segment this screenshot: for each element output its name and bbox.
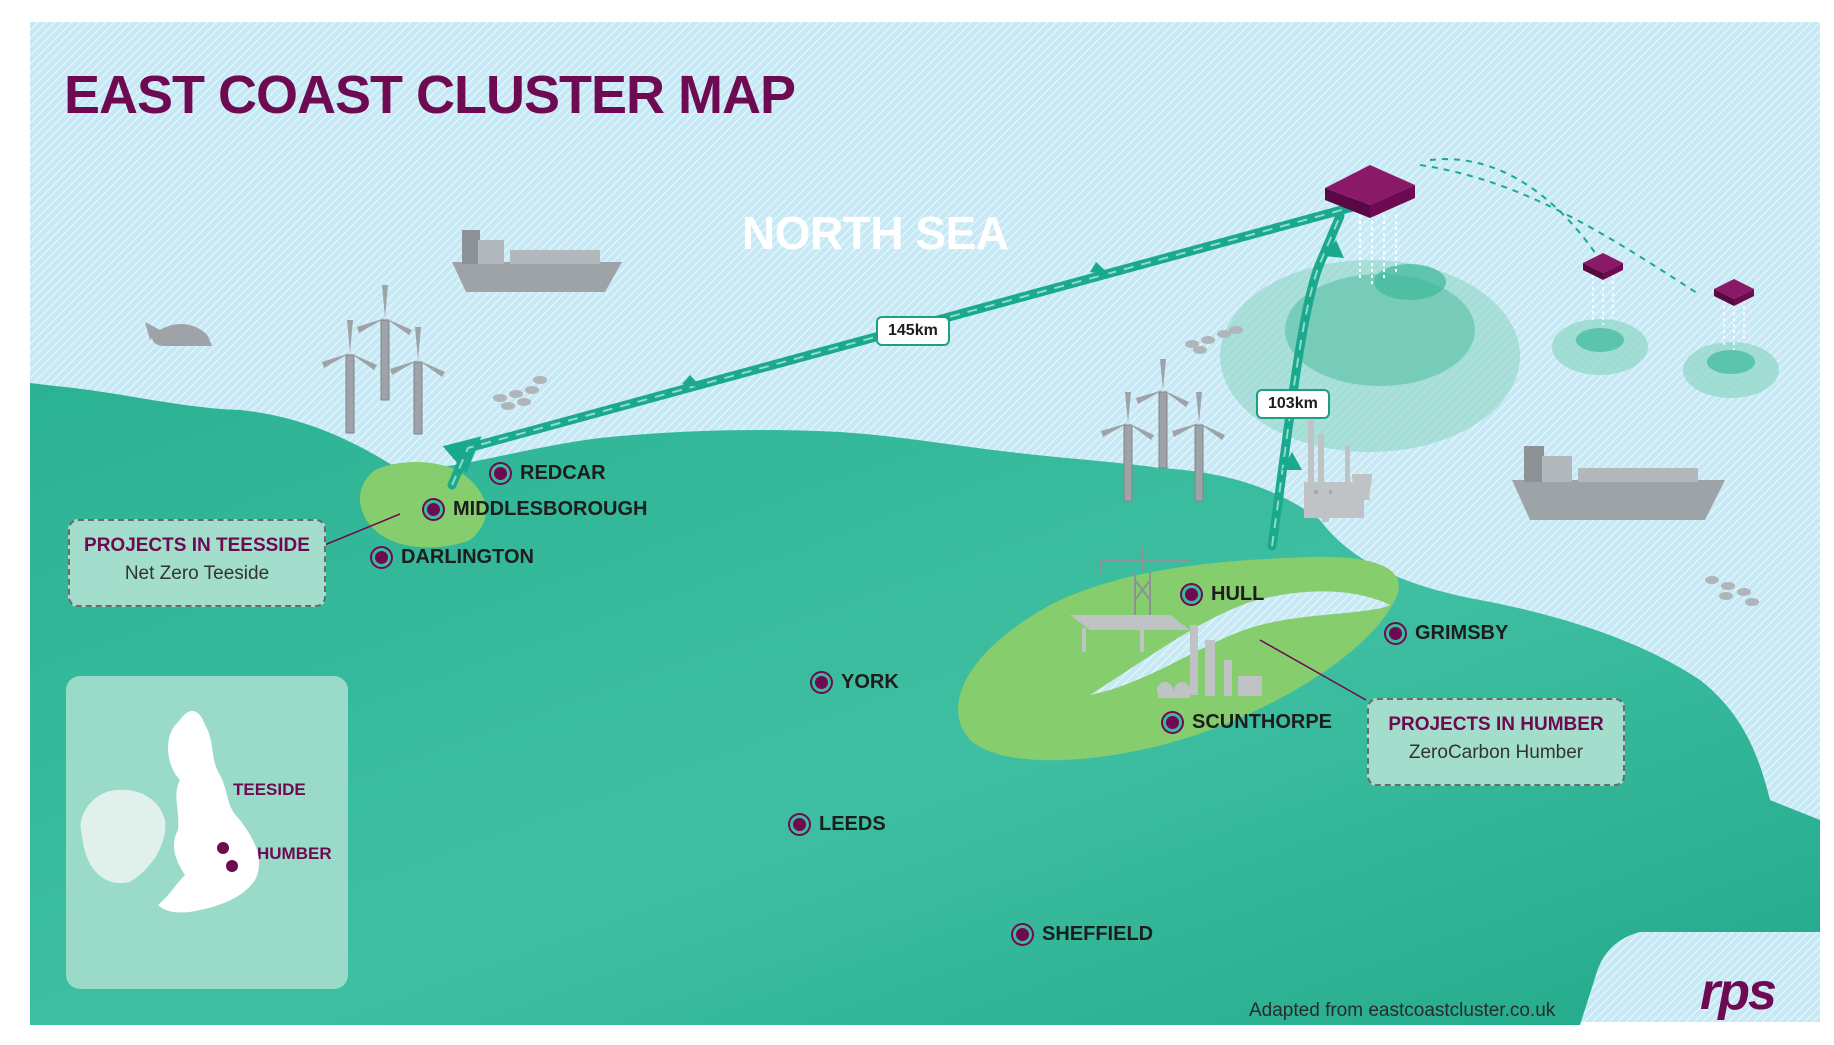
city-marker-icon: [1386, 624, 1405, 643]
flow-arrow-icon: [682, 375, 702, 388]
cargo-ship-icon: [452, 230, 622, 292]
storage-reservoir-icon: [1552, 319, 1648, 375]
city-label: DARLINGTON: [401, 546, 534, 568]
humber-estuary: [1090, 591, 1390, 695]
city-label: YORK: [841, 671, 899, 693]
map-title: EAST COAST CLUSTER MAP: [64, 65, 796, 125]
city-marker-icon: [491, 464, 510, 483]
callout-title: PROJECTS IN HUMBER: [1388, 714, 1604, 735]
city-york[interactable]: YORK: [812, 671, 899, 694]
industrial-plant-icon: [1157, 625, 1262, 698]
flow-arrow-icon: [1282, 452, 1302, 470]
pipeline-distance-label: 103km: [1256, 389, 1330, 419]
cargo-ship-icon: [1512, 446, 1725, 520]
fish-school-icon: [1185, 326, 1243, 354]
callout-subtitle: Net Zero Teeside: [124, 563, 270, 584]
port-crane-icon: [1099, 548, 1190, 620]
city-label: SCUNTHORPE: [1192, 711, 1333, 733]
city-label: SHEFFIELD: [1042, 923, 1154, 945]
city-marker-icon: [1163, 713, 1182, 732]
uk-inset-shapes: [80, 710, 260, 913]
city-label: HULL: [1211, 583, 1265, 605]
whale-icon: [145, 322, 212, 346]
fish-school-icon: [493, 376, 547, 410]
city-scunthorpe[interactable]: SCUNTHORPE: [1163, 711, 1332, 734]
city-marker-icon: [1182, 585, 1201, 604]
jetty-icon: [1070, 615, 1190, 652]
wind-turbine-icon: [1101, 359, 1225, 502]
flow-arrow-icon: [1324, 240, 1344, 258]
coastline-land: [30, 383, 1820, 1025]
source-credit: Adapted from eastcoastcluster.co.uk: [1249, 1000, 1556, 1021]
offshore-platform-icon: [1714, 279, 1754, 350]
power-station-icon: [1304, 420, 1372, 522]
north-sea-label: NORTH SEA: [742, 207, 1009, 259]
city-hull[interactable]: HULL: [1182, 583, 1264, 606]
city-marker-icon: [812, 673, 831, 692]
city-redcar[interactable]: REDCAR: [491, 462, 606, 485]
city-label: MIDDLESBOROUGH: [453, 498, 648, 520]
callout-subtitle: ZeroCarbon Humber: [1408, 742, 1584, 763]
fish-school-icon: [1705, 576, 1759, 606]
inset-label-teeside: TEESIDE: [233, 780, 306, 799]
city-label: LEEDS: [819, 813, 886, 835]
city-marker-icon: [372, 548, 391, 567]
rps-logo: rps: [1700, 963, 1777, 1021]
offshore-platform-icon: [1325, 165, 1415, 285]
pipeline-teesside: [442, 200, 1365, 490]
city-label: REDCAR: [520, 462, 606, 484]
city-darlington[interactable]: DARLINGTON: [372, 546, 534, 569]
flow-arrow-icon: [1090, 262, 1110, 275]
city-marker-icon: [790, 815, 809, 834]
callout-humber[interactable]: PROJECTS IN HUMBER ZeroCarbon Humber: [1367, 698, 1625, 786]
city-middlesborough[interactable]: MIDDLESBOROUGH: [424, 498, 647, 521]
callout-teesside[interactable]: PROJECTS IN TEESSIDE Net Zero Teeside: [68, 519, 326, 607]
city-marker-icon: [1013, 925, 1032, 944]
pipeline-distance-label: 145km: [876, 316, 950, 346]
city-label: GRIMSBY: [1415, 622, 1509, 644]
inset-label-humber: HUMBER: [257, 844, 332, 863]
offshore-platform-icon: [1583, 253, 1623, 325]
city-grimsby[interactable]: GRIMSBY: [1386, 622, 1508, 645]
callout-title: PROJECTS IN TEESSIDE: [84, 535, 310, 556]
city-leeds[interactable]: LEEDS: [790, 813, 886, 836]
wind-turbine-icon: [322, 285, 445, 435]
pipeline-humber: [1267, 211, 1345, 551]
storage-reservoir-icon: [1683, 342, 1779, 398]
city-marker-icon: [424, 500, 443, 519]
city-sheffield[interactable]: SHEFFIELD: [1013, 923, 1153, 946]
